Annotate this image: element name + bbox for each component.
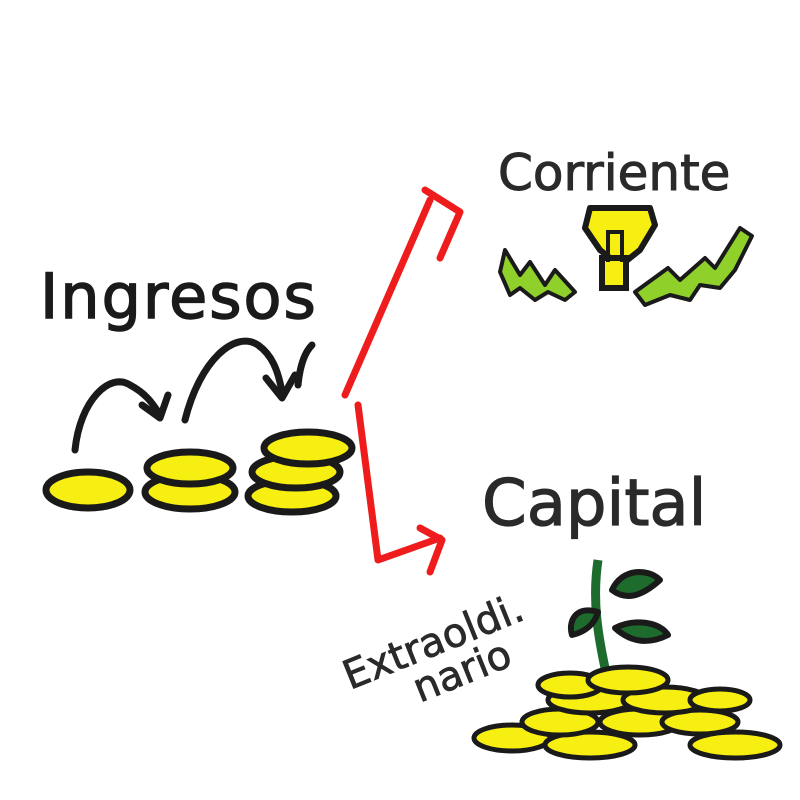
arrow-to-capital bbox=[354, 401, 444, 564]
coin-pile-icon bbox=[471, 664, 783, 761]
arrow-to-corriente-head bbox=[421, 186, 464, 262]
curve-arrow-2-head bbox=[262, 371, 299, 402]
arrow-icon bbox=[341, 186, 464, 576]
lightning-icon bbox=[498, 226, 754, 307]
sprout-leaf-left bbox=[568, 607, 601, 638]
coin-triple-top bbox=[260, 428, 356, 468]
curve-arrow-1 bbox=[71, 378, 164, 454]
capital-label: Capital bbox=[482, 467, 706, 541]
coin-stack-icon bbox=[42, 428, 356, 516]
sprout-leaf-right-top bbox=[609, 568, 663, 599]
coin-double-top bbox=[143, 448, 237, 488]
sprout-icon bbox=[568, 559, 671, 669]
curve-arrow-3 bbox=[294, 341, 316, 389]
progress-arrows bbox=[71, 337, 316, 454]
sprout-leaf-right-low bbox=[612, 619, 671, 644]
arrow-to-capital-head bbox=[416, 524, 446, 576]
lightning-right bbox=[633, 226, 754, 307]
corriente-label: Corriente bbox=[498, 144, 730, 202]
lightbulb-icon bbox=[582, 205, 658, 291]
lightning-left bbox=[498, 248, 577, 302]
curve-arrow-2 bbox=[181, 337, 286, 424]
ingresos-label: Ingresos bbox=[40, 260, 318, 333]
arrow-to-corriente bbox=[341, 196, 434, 399]
coin-single bbox=[42, 468, 134, 512]
extraordinario-label: Extraoldi. nario bbox=[336, 585, 531, 713]
curve-arrow-1-head bbox=[138, 391, 172, 422]
